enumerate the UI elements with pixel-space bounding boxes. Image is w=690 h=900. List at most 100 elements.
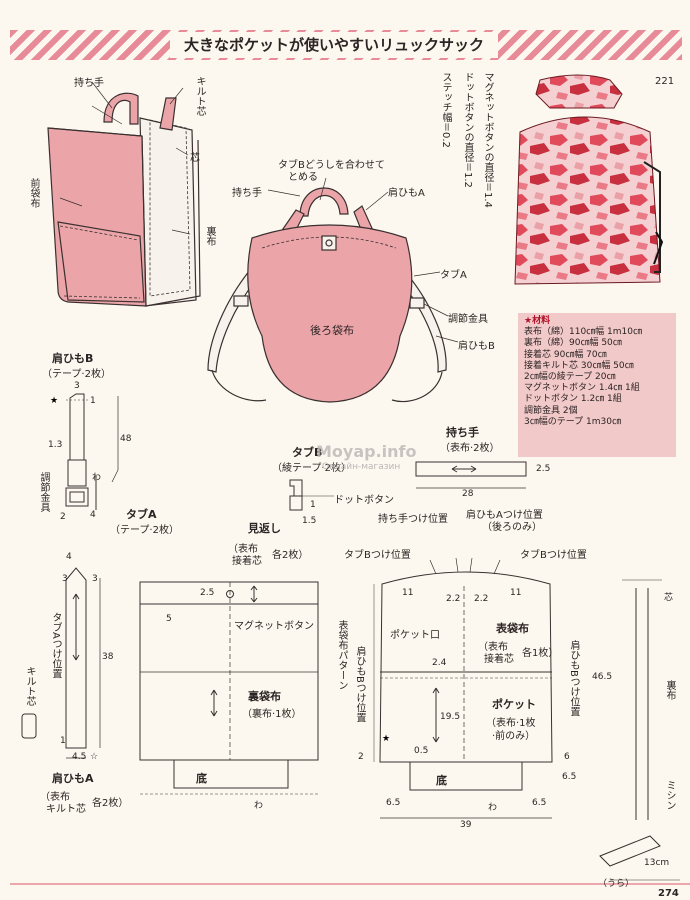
outer-strap-b-left: 肩ひもBつけ位置 — [354, 646, 365, 723]
camo-backpack-photo — [510, 72, 665, 294]
star-outline-mark: ☆ — [90, 752, 99, 762]
handle-piece-title: 持ち手 — [446, 426, 479, 439]
lining-sub: （裏布·1枚） — [242, 709, 302, 720]
outer-pocket: ポケット — [492, 698, 536, 711]
materials-item: 裏布（綿）90㎝幅 50㎝ — [524, 338, 622, 349]
page-number-bottom: 274 — [658, 888, 679, 899]
outer-d24: 2.4 — [432, 658, 447, 668]
outer-pocket-mouth: ポケット口 — [390, 630, 440, 641]
outer-d11b: 11 — [510, 588, 522, 598]
materials-item: マグネットボタン 1.4㎝ 1組 — [524, 383, 640, 394]
spec-stitch-width: ステッチ幅＝0.2 — [440, 72, 451, 148]
tab-b-dot-button: ドットボタン — [334, 495, 394, 506]
outer-d05: 0.5 — [414, 746, 429, 756]
tab-b-title: タブB — [292, 446, 323, 459]
outer-pocket-sub1: （表布·1枚 — [486, 718, 536, 729]
tab-b-piece — [289, 479, 334, 511]
page-number-top: 221 — [655, 76, 675, 87]
outer-tabb-right: タブBつけ位置 — [520, 550, 587, 561]
watermark-sub: Онлайн-магазин — [322, 462, 401, 472]
strap-b-d2: 2 — [60, 512, 66, 522]
strap-b-d1: 1 — [90, 396, 96, 406]
label-adjuster: 調節金具 — [448, 314, 488, 325]
outer-name: 表袋布 — [496, 622, 529, 635]
facing-title: 見返し — [248, 522, 281, 535]
side-length: 46.5 — [592, 672, 613, 682]
strap-b-title: 肩ひもB — [52, 352, 94, 365]
lining-magnet: マグネットボタン — [234, 621, 314, 632]
strap-a-d4: 4 — [66, 552, 72, 562]
materials-item: 接着キルト芯 30㎝幅 50㎝ — [524, 360, 634, 371]
materials-box: ★材料 表布（綿）110㎝幅 1m10㎝ 裏布（綿）90㎝幅 50㎝ 接着芯 9… — [518, 313, 676, 457]
strap-a-count: 各2枚） — [92, 798, 129, 809]
strap-b-fold: わ — [92, 473, 102, 483]
lining-d5: 5 — [166, 614, 172, 624]
strap-b-length: 48 — [120, 434, 132, 444]
outer-d22a: 2.2 — [446, 594, 461, 604]
tab-a-title: タブA — [126, 508, 157, 521]
strap-a-d3b: 3 — [92, 574, 98, 584]
outer-d65l: 6.5 — [386, 798, 401, 808]
outer-d65b: 6.5 — [532, 798, 547, 808]
facing-sub1: （表布 — [228, 544, 258, 555]
lining-pattern-note: 表袋布パターン — [336, 620, 347, 690]
materials-item: ドットボタン 1.2㎝ 1組 — [524, 394, 622, 405]
tab-b-sub: （綾テープ·2枚） — [272, 463, 351, 474]
tab-b-d1: 1 — [310, 500, 316, 510]
star-mark: ★ — [50, 396, 59, 406]
label-back-fabric: 後ろ袋布 — [310, 324, 354, 337]
label-front-lining: 裏布 — [204, 226, 215, 246]
strap-a-sub2: キルト芯 — [46, 804, 86, 815]
strap-a-sub1: （表布 — [40, 792, 70, 803]
handle-piece-sub: （表布·2枚） — [440, 443, 500, 454]
lining-name: 裏袋布 — [248, 690, 281, 703]
label-tabb-note-1: タブBどうしを合わせて — [278, 160, 385, 171]
label-front-pocket-fabric: 前袋布 — [28, 178, 39, 208]
handle-piece-width: 2.5 — [536, 464, 551, 474]
strap-b-d4: 4 — [90, 510, 96, 520]
outer-strap-b-right: 肩ひもBつけ位置 — [568, 640, 579, 717]
outer-strap-a-position: 肩ひもAつけ位置 — [466, 510, 543, 521]
materials-heading: ★材料 — [524, 316, 551, 326]
label-front-handle: 持ち手 — [74, 78, 104, 89]
side-lining: 裏布 — [664, 680, 675, 700]
lining-d25: 2.5 — [200, 588, 215, 598]
outer-tabb-left: タブBつけ位置 — [344, 550, 411, 561]
title-band: 大きなポケットが使いやすいリュックサック — [10, 30, 682, 60]
page-title: 大きなポケットが使いやすいリュックサック — [170, 32, 499, 58]
outer-count: 各1枚） — [522, 648, 559, 659]
facing-sub2: 接着芯 — [232, 556, 262, 567]
strap-a-width: 4.5 — [72, 752, 87, 762]
outer-pocket-sub2: ·前のみ） — [492, 731, 536, 742]
handle-piece — [415, 461, 527, 489]
strap-b-d13: 1.3 — [48, 440, 63, 450]
label-strap-a: 肩ひもA — [388, 188, 425, 199]
label-back-handle: 持ち手 — [232, 188, 262, 199]
spec-dot-diameter: ドットボタンの直径＝1.2 — [462, 72, 473, 188]
outer-d195: 19.5 — [440, 712, 461, 722]
handle-piece-length: 28 — [462, 489, 474, 499]
side-machine: ミシン — [664, 780, 675, 810]
strap-b-adjuster: 調節金具 — [38, 472, 49, 512]
materials-item: 2㎝幅の綾テープ 20㎝ — [524, 372, 616, 383]
materials-item: 接着芯 90㎝幅 70㎝ — [524, 349, 607, 360]
lining-panel — [139, 581, 319, 795]
outer-d6: 6 — [564, 752, 570, 762]
strap-a-d3a: 3 — [62, 574, 68, 584]
label-strap-b: 肩ひもB — [458, 341, 495, 352]
outer-star-mark: ★ — [382, 734, 391, 744]
outer-sub1: （表布 — [478, 642, 508, 653]
strap-b-sub: （テープ·2枚） — [42, 369, 111, 380]
strap-a-piece — [21, 567, 101, 759]
tab-b-d15: 1.5 — [302, 516, 317, 526]
side-core: 芯 — [664, 593, 674, 603]
outer-bottom: 底 — [436, 774, 447, 787]
facing-count: 各2枚） — [272, 550, 309, 561]
outer-fold: わ — [488, 803, 498, 813]
materials-item: 調節金具 2個 — [524, 405, 578, 416]
strap-b-piece — [65, 393, 119, 507]
materials-item: 表布（綿）110㎝幅 1m10㎝ — [524, 327, 642, 338]
outer-sub2: 接着芯 — [484, 654, 514, 665]
strap-a-tab-position: タブAつけ位置 — [50, 612, 61, 679]
